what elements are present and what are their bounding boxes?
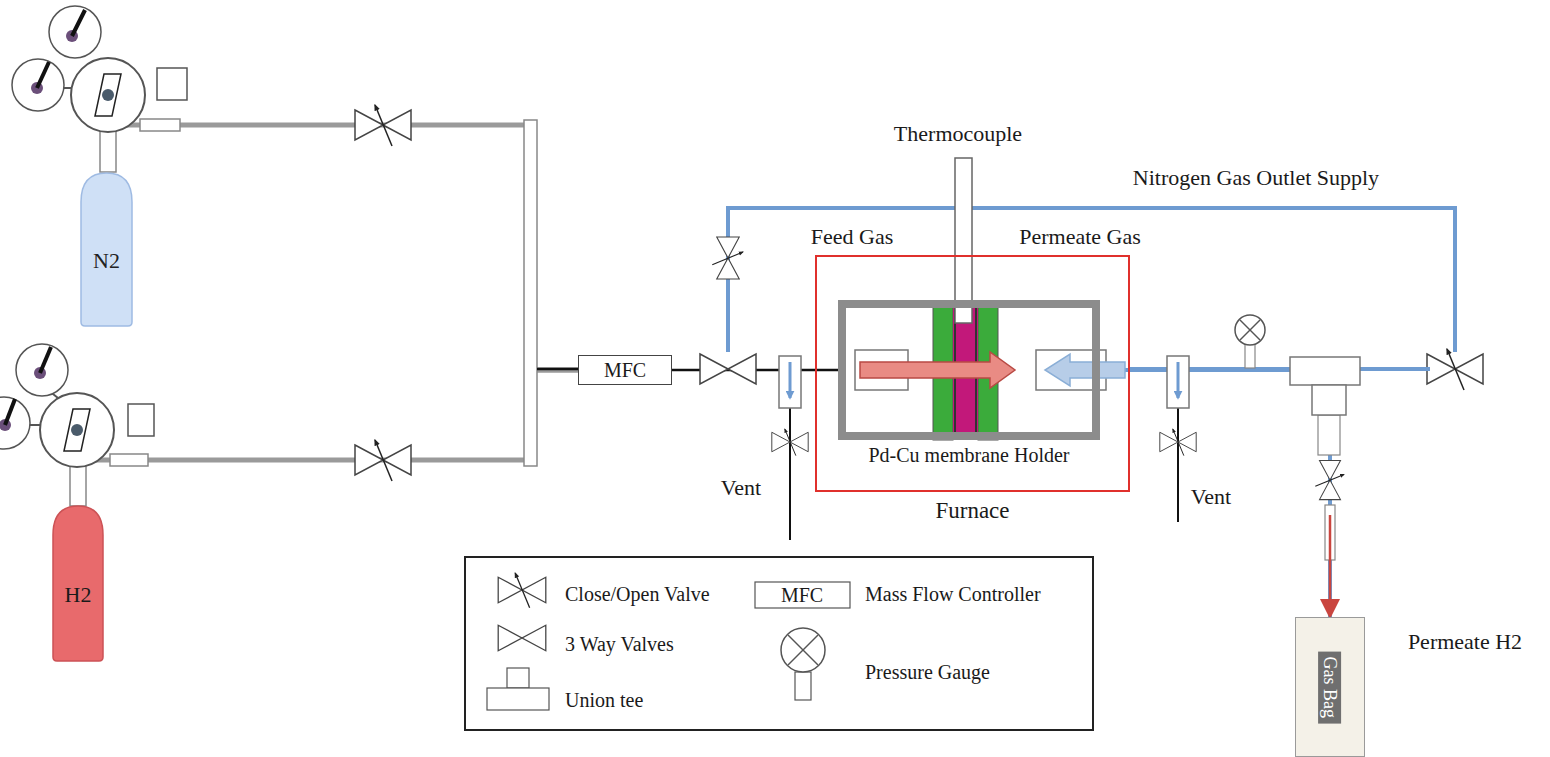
vent-tee: [1167, 356, 1189, 408]
node-text: MFC: [604, 359, 646, 382]
process-box: MFC: [578, 355, 672, 385]
cylinder-body: [81, 173, 132, 326]
close-open-valve: [355, 105, 411, 146]
n2-regulator: [100, 128, 116, 172]
legend-gauge-sample: [781, 628, 825, 672]
flow-label: Feed Gas: [809, 224, 895, 249]
feed-line: [537, 368, 578, 371]
close-open-valve: [1315, 460, 1344, 499]
legend-mfc-sample: [755, 582, 850, 608]
three-way-valve: [700, 354, 756, 384]
pipe-connector: [107, 125, 579, 370]
h2-regulator: [40, 393, 114, 467]
h2-regulator: [0, 397, 30, 449]
legend-text: Union tee: [563, 689, 645, 712]
legend-gauge-sample: [795, 672, 811, 700]
vent-tee: [779, 356, 801, 408]
legend-gauge-sample: [788, 635, 818, 665]
legend-valve-sample: [498, 573, 546, 608]
n2-regulator: [49, 6, 101, 58]
gas-manifold: [524, 120, 537, 466]
n2-regulator: [72, 10, 85, 36]
h2-regulator: [40, 347, 51, 373]
h2-regulator: [70, 464, 86, 506]
gas-cylinder: N2: [80, 172, 133, 327]
legend-text: Pressure Gauge: [863, 661, 992, 684]
pressure-gauge: [1245, 344, 1255, 368]
legend-union-tee-sample: [487, 668, 549, 710]
line-label: Nitrogen Gas Outlet Supply: [1131, 165, 1381, 190]
close-open-valve: [772, 429, 808, 456]
cylinder-body: [53, 506, 103, 661]
legend-text: Close/Open Valve: [563, 583, 712, 606]
union-tee: [1329, 515, 1332, 612]
thermocouple-probe: [955, 158, 972, 323]
h2-regulator: [128, 404, 154, 436]
node-text: Furnace: [935, 498, 1009, 524]
node-text: Pd-Cu membrane Holder: [868, 444, 1069, 467]
legend-gauge-sample: [781, 628, 825, 700]
furnace-region: Pd-Cu membrane HolderFurnace: [815, 255, 1130, 492]
node-text: H2: [65, 582, 92, 607]
vent-tee: [1177, 362, 1180, 398]
flow-label: Permeate Gas: [1017, 224, 1143, 249]
gas-bag: Gas Bag: [1295, 617, 1365, 757]
vent-tee: [789, 408, 791, 540]
vent-tee: [1177, 408, 1179, 522]
legend-frame: [465, 557, 1093, 730]
n2-regulator: [37, 62, 49, 88]
feed-flow-arrow: [860, 352, 1015, 388]
vent-label: Vent: [719, 475, 763, 500]
three-way-valve: [1427, 349, 1483, 390]
h2-regulator: [64, 409, 90, 451]
gas-cylinder: H2: [52, 505, 104, 662]
node-text: N2: [93, 248, 120, 273]
close-open-valve: [355, 440, 411, 481]
legend-sample-text: MFC: [779, 584, 825, 607]
legend-union-tee-sample: [507, 668, 529, 688]
part-label: Thermocouple: [892, 121, 1024, 146]
union-tee: [1290, 357, 1360, 612]
n2-regulator: [102, 89, 114, 101]
union-tee: [1318, 415, 1340, 455]
n2-regulator: [12, 6, 187, 172]
pipe-connector: [78, 370, 578, 505]
pressure-gauge: [1235, 315, 1265, 345]
legend-union-tee-sample: [487, 688, 549, 710]
legend-text: 3 Way Valves: [563, 633, 676, 656]
legend-three-way-sample: [498, 625, 546, 651]
pressure-gauge: [1235, 315, 1265, 368]
n2-regulator: [12, 59, 64, 111]
pressure-gauge: [1240, 320, 1260, 340]
vent-tee: [779, 356, 801, 540]
union-tee: [1312, 385, 1346, 415]
permeate-flow-arrow: [1045, 354, 1125, 386]
h2-regulator: [5, 399, 15, 425]
h2-regulator: [16, 344, 68, 396]
vent-label: Vent: [1189, 484, 1233, 509]
legend-text: Mass Flow Controller: [863, 583, 1043, 606]
close-open-valve: [712, 237, 743, 279]
pipe-connector: [1100, 370, 1330, 617]
n2-regulator: [71, 58, 145, 132]
union-tee: [1290, 357, 1360, 385]
n2-regulator: [95, 74, 121, 116]
membrane-holder: Pd-Cu membrane Holder: [838, 300, 1100, 440]
pressure-gauge: [1240, 320, 1260, 340]
n2-regulator: [140, 119, 180, 131]
vent-tee: [789, 362, 792, 398]
part-label: Permeate H2: [1406, 629, 1524, 654]
n2-regulator: [157, 68, 187, 100]
h2-regulator: [110, 454, 148, 466]
node-text: Gas Bag: [1319, 651, 1342, 723]
h2-regulator: [71, 424, 83, 436]
legend-gauge-sample: [788, 635, 818, 665]
close-open-valve: [1160, 429, 1196, 456]
h2-regulator: [0, 344, 154, 506]
